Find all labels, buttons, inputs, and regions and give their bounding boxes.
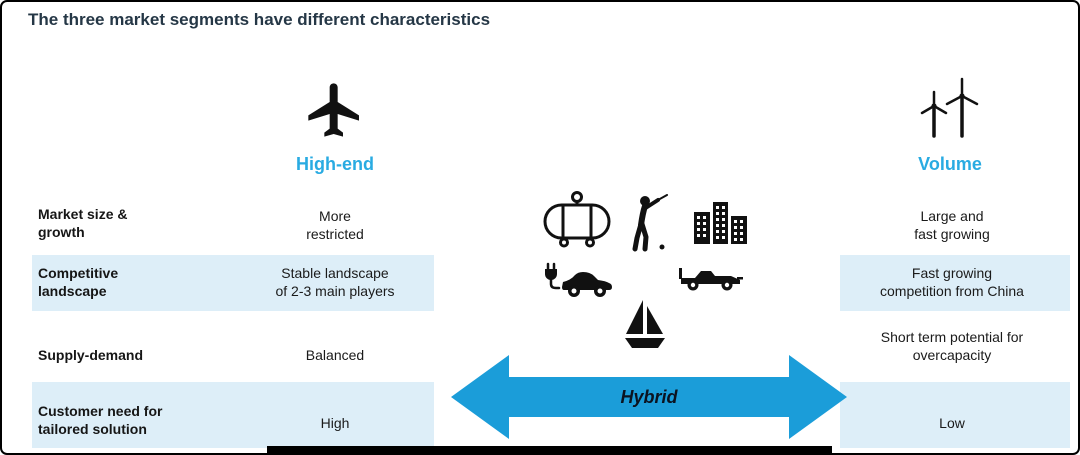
row-label-market-size: Market size & growth <box>38 206 128 241</box>
row-stripe-customer-right <box>840 382 1070 448</box>
row-label-customer-need: Customer need for tailored solution <box>38 403 163 438</box>
sailboat-icon <box>622 298 668 352</box>
cell-high-end-market-size: More restricted <box>306 208 364 243</box>
row-label-competitive-landscape: Competitive landscape <box>38 265 119 300</box>
golfer-icon <box>628 194 670 252</box>
cell-volume-market-size: Large and fast growing <box>914 208 990 243</box>
column-header-high-end: High-end <box>296 154 374 174</box>
hybrid-label: Hybrid <box>620 387 678 407</box>
cell-volume-competitive: Fast growing competition from China <box>880 265 1024 300</box>
cell-volume-customer-need: Low <box>939 415 965 431</box>
wind-turbines-icon <box>914 72 986 144</box>
cell-volume-supply-demand: Short term potential for overcapacity <box>880 329 1024 364</box>
hybrid-double-arrow <box>451 355 847 444</box>
row-label-supply-demand: Supply-demand <box>38 347 144 363</box>
cell-high-end-customer-need: High <box>320 415 350 431</box>
column-header-volume: Volume <box>918 154 982 174</box>
race-car-icon <box>678 264 744 292</box>
page-title: The three market segments have different… <box>28 10 491 29</box>
row-stripe-competitive-right <box>840 255 1070 311</box>
row-stripe-customer-left <box>32 382 434 448</box>
electric-car-icon <box>542 262 614 302</box>
cell-high-end-supply-demand: Balanced <box>305 347 365 363</box>
row-stripe-competitive-left <box>32 255 434 311</box>
city-buildings-icon <box>692 200 750 244</box>
cell-high-end-competitive: Stable landscape of 2-3 main players <box>275 265 395 300</box>
pressure-tank-icon <box>540 190 618 248</box>
bottom-bar <box>267 446 832 453</box>
airplane-icon <box>303 78 367 142</box>
